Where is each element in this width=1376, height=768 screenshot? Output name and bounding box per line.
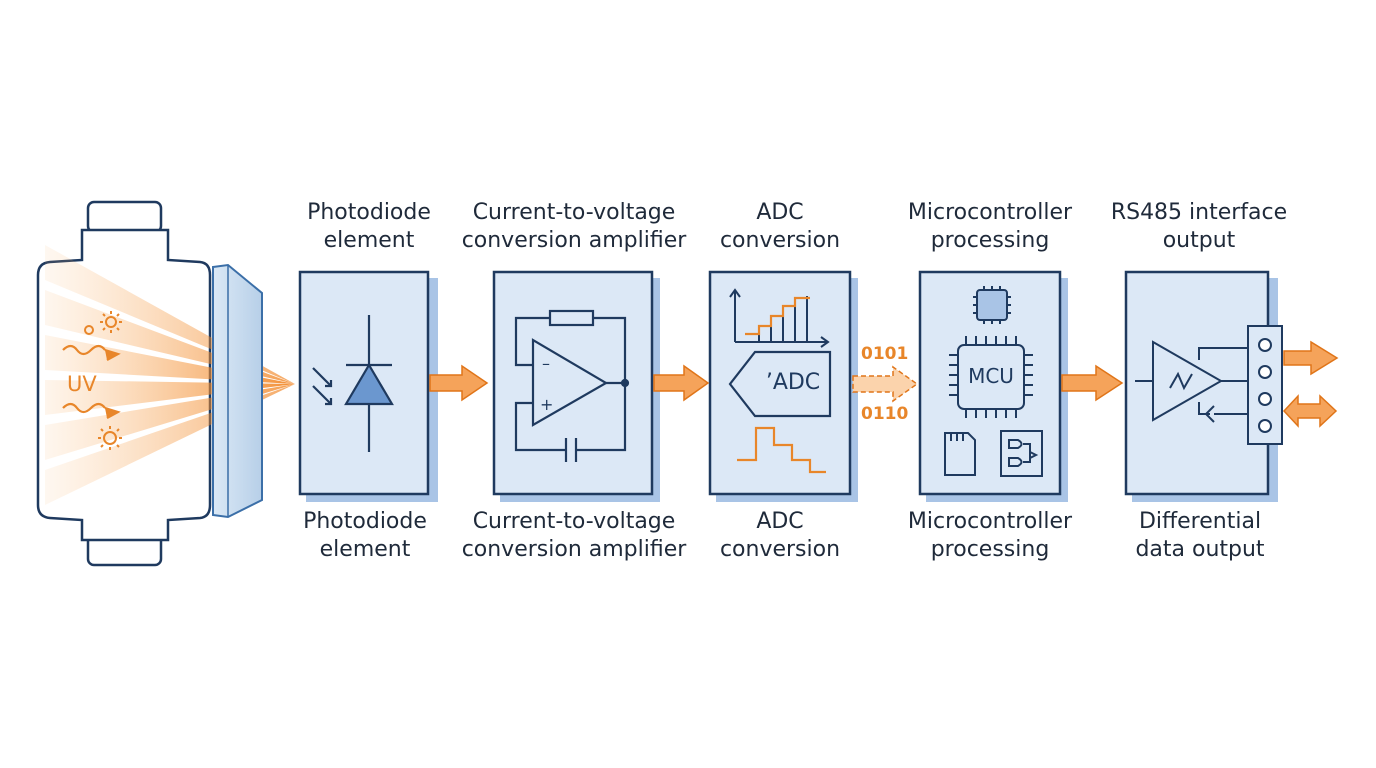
rs485-box <box>1124 270 1283 496</box>
terminal-block-icon <box>1247 325 1283 445</box>
arrow-photodiode-amplifier <box>429 364 489 402</box>
photodiode-box <box>298 270 430 496</box>
photodiode-top-label: Photodiode element <box>307 200 431 253</box>
arrow-amplifier-adc <box>653 364 710 402</box>
mcu-inner-label: MCU <box>968 364 1014 388</box>
mcu-box <box>918 270 1062 496</box>
rs485-bottom-label: Differential data output <box>1135 509 1265 562</box>
adc-icon <box>728 350 832 418</box>
svg-text:–: – <box>542 354 550 373</box>
amplifier-top-label: Current-to-voltage conversion amplifier <box>461 200 687 253</box>
data-bits-top: 0101 <box>861 344 909 364</box>
photodiode-symbol-icon <box>312 315 394 452</box>
adc-tick: ’ <box>765 370 773 395</box>
adc-box <box>708 270 852 496</box>
adc-output-chart <box>737 426 826 474</box>
logic-gate-icon <box>1000 430 1043 477</box>
mcu-top-label: Microcontroller processing <box>907 200 1073 253</box>
opamp-icon: – + <box>514 309 630 462</box>
adc-top-label: ADC conversion <box>719 200 841 253</box>
amplifier-bottom-label: Current-to-voltage conversion amplifier <box>461 509 687 562</box>
adc-bottom-label: ADC conversion <box>719 509 841 562</box>
bidirectional-arrow <box>1282 394 1338 428</box>
mcu-bottom-label: Microcontroller processing <box>907 509 1073 562</box>
output-arrow <box>1283 340 1339 376</box>
amplifier-box: – + <box>492 270 654 496</box>
lens-icon <box>212 263 263 519</box>
svg-text:+: + <box>540 395 553 414</box>
mcu-chip-icon <box>949 336 1033 418</box>
sd-card-icon <box>944 432 976 476</box>
arrow-adc-mcu <box>852 365 919 403</box>
adc-inner-label: ’ADC <box>758 370 828 395</box>
data-bits-bottom: 0110 <box>861 404 909 424</box>
chip-icon <box>973 286 1011 324</box>
adc-label: ADC <box>772 370 821 395</box>
sun-icon <box>84 311 122 450</box>
arrow-mcu-rs485 <box>1061 364 1124 402</box>
wave-icon <box>62 344 121 419</box>
driver-icon <box>1135 340 1248 423</box>
photodiode-bottom-label: Photodiode element <box>303 509 427 562</box>
rs485-top-label: RS485 interface output <box>1110 200 1288 253</box>
uv-label: UV <box>67 372 97 396</box>
